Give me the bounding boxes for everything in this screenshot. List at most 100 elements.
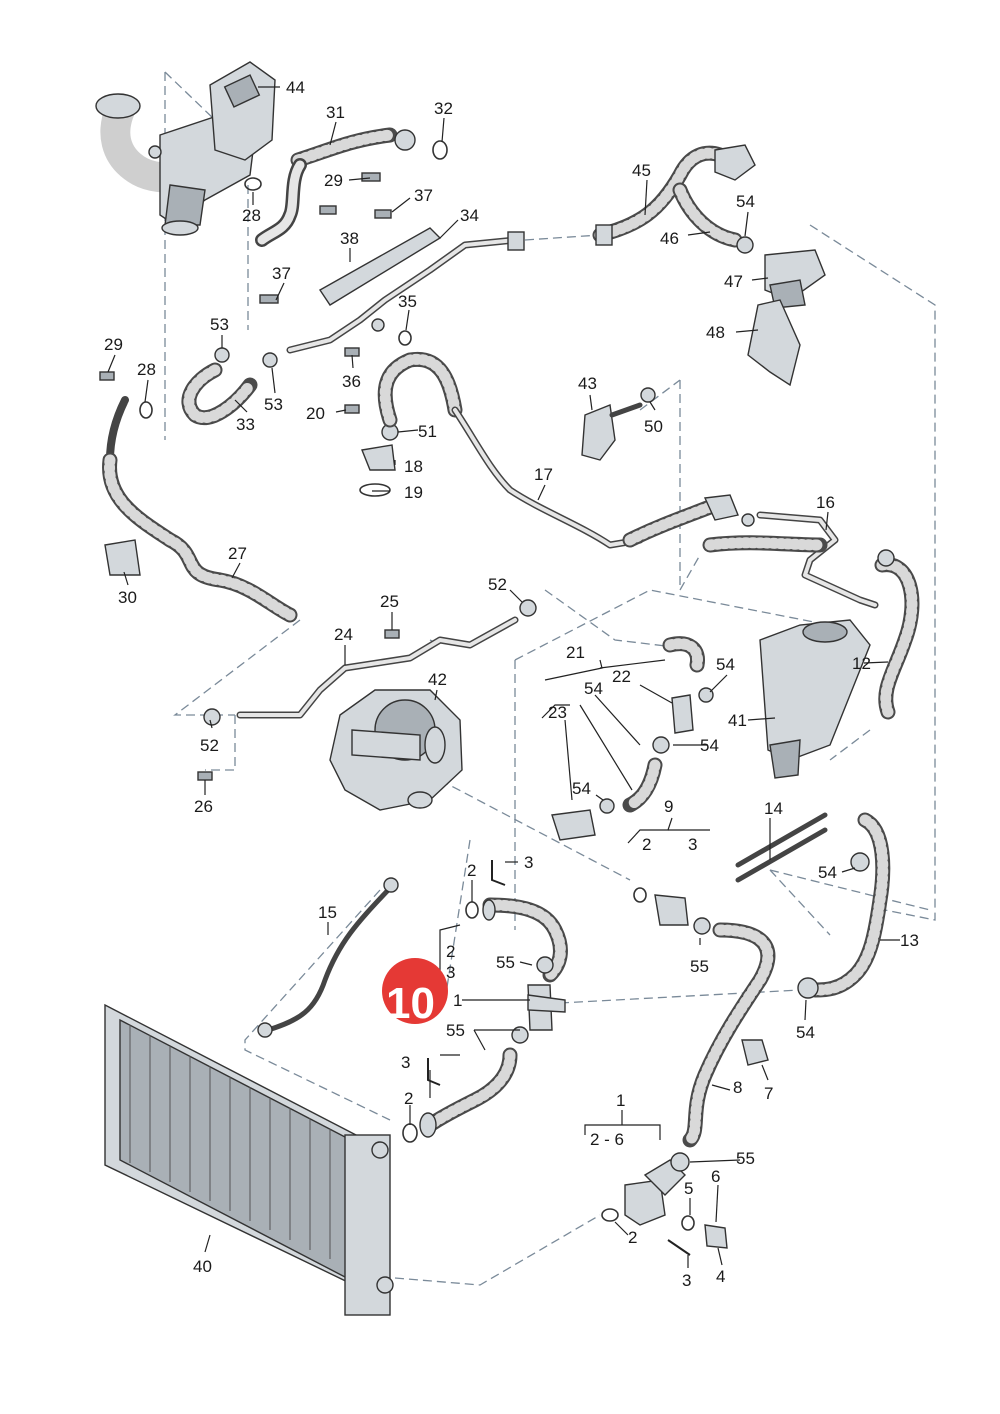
callout-54e: 54 — [572, 779, 591, 798]
fitting-1-assembly — [601, 1152, 728, 1256]
fitting-18 — [359, 423, 399, 497]
callout-54g: 54 — [796, 1023, 815, 1042]
pipe-24 — [203, 599, 537, 726]
callout-25: 25 — [380, 592, 399, 611]
callout-54b: 54 — [584, 679, 603, 698]
callout-23: 23 — [548, 703, 567, 722]
cable-ties-14 — [735, 812, 828, 883]
callout-51: 51 — [418, 422, 437, 441]
callout-52: 52 — [488, 575, 507, 594]
callout-22: 22 — [612, 667, 631, 686]
callout-40: 40 — [193, 1257, 212, 1276]
thermostat-housing-42 — [329, 689, 463, 811]
highlight-badge-label: 10 — [386, 979, 435, 1028]
callout-17: 17 — [534, 465, 553, 484]
callout-15: 15 — [318, 903, 337, 922]
callout-13: 13 — [900, 931, 919, 950]
turbocharger — [95, 61, 276, 236]
line-16 — [702, 511, 879, 609]
callout-48: 48 — [706, 323, 725, 342]
hose-27 — [102, 396, 298, 623]
callout-3a: 3 — [688, 835, 697, 854]
callout-42: 42 — [428, 670, 447, 689]
callout-28b: 28 — [137, 360, 156, 379]
hose-10-assembly — [402, 860, 568, 1143]
callout-44: 44 — [286, 78, 305, 97]
callout-21: 21 — [566, 643, 585, 662]
callout-46: 46 — [660, 229, 679, 248]
callout-37b: 37 — [272, 264, 291, 283]
callout-33: 33 — [236, 415, 255, 434]
sensor-line-15 — [257, 877, 399, 1038]
assembly-dashed-lines — [164, 71, 936, 1286]
callout-5: 5 — [684, 1179, 693, 1198]
callout-55c: 55 — [690, 957, 709, 976]
callout-50: 50 — [644, 417, 663, 436]
callout-19: 19 — [404, 483, 423, 502]
callout-18: 18 — [404, 457, 423, 476]
callout-52b: 52 — [200, 736, 219, 755]
callout-29: 29 — [324, 171, 343, 190]
callout-45: 45 — [632, 161, 651, 180]
callout-labels: 44 31 32 29 28 37 34 38 45 54 46 47 48 3… — [104, 78, 919, 1290]
callout-8: 8 — [733, 1078, 742, 1097]
callout-4: 4 — [716, 1267, 725, 1286]
callout-6: 6 — [711, 1167, 720, 1186]
radiator-40 — [104, 1003, 394, 1316]
callout-2-6: 2 - 6 — [590, 1130, 624, 1149]
callout-53b: 53 — [264, 395, 283, 414]
callout-2e: 2 — [628, 1228, 637, 1247]
callout-16: 16 — [816, 493, 835, 512]
callout-12: 12 — [852, 654, 871, 673]
callout-9: 9 — [664, 797, 673, 816]
callout-2b: 2 — [467, 861, 476, 880]
callout-3d: 3 — [401, 1053, 410, 1072]
pipe-34 — [286, 227, 525, 354]
connector-assembly-21 — [551, 636, 714, 841]
highlight-badge — [382, 958, 448, 1024]
callout-24: 24 — [334, 625, 353, 644]
callout-2c: 2 — [446, 942, 455, 961]
callout-31: 31 — [326, 103, 345, 122]
callout-37: 37 — [414, 186, 433, 205]
expansion-tank-41 — [759, 549, 920, 779]
callout-54: 54 — [736, 192, 755, 211]
auxiliary-pump-assembly — [592, 144, 826, 387]
callout-55a: 55 — [496, 953, 515, 972]
callout-20: 20 — [306, 404, 325, 423]
callout-32: 32 — [434, 99, 453, 118]
callout-29b: 29 — [104, 335, 123, 354]
callout-43: 43 — [578, 374, 597, 393]
callout-55d: 55 — [736, 1149, 755, 1168]
callout-2d: 2 — [404, 1089, 413, 1108]
callout-55b: 55 — [446, 1021, 465, 1040]
callout-30: 30 — [118, 588, 137, 607]
callout-41: 41 — [728, 711, 747, 730]
callout-35: 35 — [398, 292, 417, 311]
callout-38: 38 — [340, 229, 359, 248]
line-17 — [377, 351, 755, 549]
callout-54f: 54 — [818, 863, 837, 882]
callout-14: 14 — [764, 799, 783, 818]
callout-54d: 54 — [700, 736, 719, 755]
callout-2a: 2 — [642, 835, 651, 854]
callout-36: 36 — [342, 372, 361, 391]
callout-26: 26 — [194, 797, 213, 816]
callout-1b: 1 — [616, 1091, 625, 1110]
leader-lines — [107, 86, 900, 1268]
callout-34: 34 — [460, 206, 479, 225]
hoses-upper-left — [181, 127, 448, 426]
callout-1a: 1 — [453, 991, 462, 1010]
callout-27: 27 — [228, 544, 247, 563]
hose-8 — [633, 887, 776, 1148]
hose-13 — [797, 812, 891, 999]
callout-28: 28 — [242, 206, 261, 225]
flange-43 — [581, 387, 656, 461]
callout-54c: 54 — [716, 655, 735, 674]
callout-3c: 3 — [446, 963, 455, 982]
callout-3e: 3 — [682, 1271, 691, 1290]
bolts — [99, 172, 400, 781]
callout-7: 7 — [764, 1084, 773, 1103]
callout-53: 53 — [210, 315, 229, 334]
